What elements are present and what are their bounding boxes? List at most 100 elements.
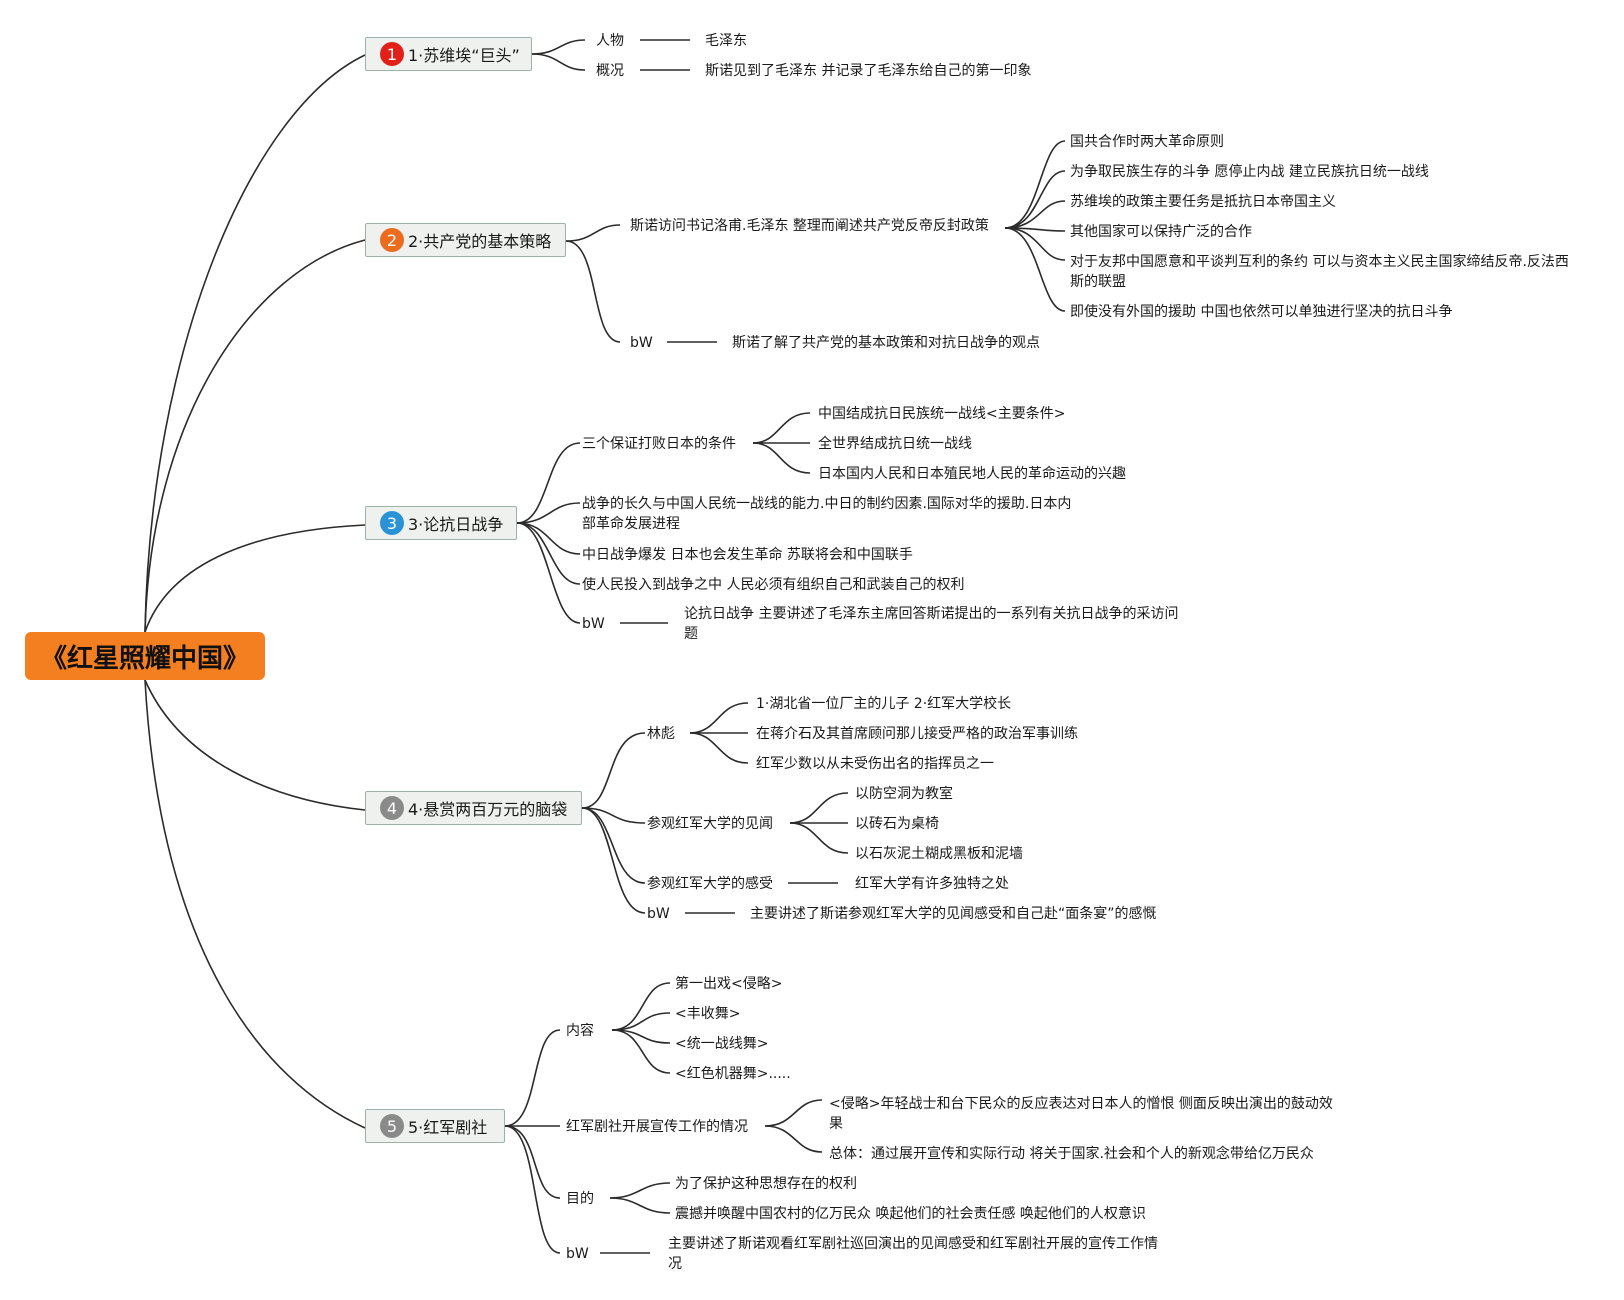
b4-visit-item-1[interactable]: 以防空洞为教室	[855, 786, 953, 802]
b2-policy-4[interactable]: 其他国家可以保持广泛的合作	[1070, 224, 1252, 240]
b5-content-item-2[interactable]: <丰收舞>	[675, 1006, 741, 1022]
b3-condition-2[interactable]: 全世界结成抗日统一战线	[818, 436, 972, 452]
b1-mao-label[interactable]: 毛泽东	[705, 33, 747, 49]
b4-linbiao-label[interactable]: 林彪	[647, 726, 675, 742]
link-root-b1	[144, 54, 366, 633]
root-node[interactable]: 《红星照耀中国》	[25, 632, 265, 680]
b3-people-label[interactable]: 使人民投入到战争之中 人民必须有组织自己和武装自己的权利	[582, 577, 965, 593]
number-badge-2: 2	[380, 228, 404, 252]
link-root-b3	[144, 524, 366, 633]
b5-purpose-item-1[interactable]: 为了保护这种思想存在的权利	[675, 1176, 857, 1192]
b5-content-item-3[interactable]: <统一战线舞>	[675, 1036, 769, 1052]
link-b5-bw	[504, 1125, 561, 1254]
link-b4-l1	[689, 702, 749, 734]
link-b4-l3	[689, 732, 749, 764]
branch-4-node[interactable]: 4 4·悬赏两百万元的脑袋	[365, 791, 582, 825]
b5-work-item-1[interactable]: <侵略>年轻战士和台下民众的反应表达对日本人的憎恨 侧面反映出演出的鼓动效果	[829, 1096, 1333, 1132]
link-b4-bw	[581, 807, 646, 914]
b5-work-item-2[interactable]: 总体：通过展开宣传和实际行动 将关于国家.社会和个人的新观念带给亿万民众	[829, 1146, 1314, 1162]
link-root-b5	[144, 679, 366, 1129]
b4-linbiao-item-2[interactable]: 在蒋介石及其首席顾问那儿接受严格的政治军事训练	[756, 726, 1078, 742]
number-badge-3: 3	[380, 511, 404, 535]
link-b3-three	[516, 442, 581, 524]
branch-3-node[interactable]: 3 3·论抗日战争	[365, 506, 517, 540]
b2-bw-text[interactable]: 斯诺了解了共产党的基本政策和对抗日战争的观点	[732, 335, 1040, 351]
b2-policy-2[interactable]: 为争取民族生存的斗争 愿停止内战 建立民族抗日统一战线	[1070, 164, 1429, 180]
b3-condition-3[interactable]: 日本国内人民和日本殖民地人民的革命运动的兴趣	[818, 466, 1126, 482]
link-b3-long	[516, 502, 581, 524]
b3-three-label[interactable]: 三个保证打败日本的条件	[582, 436, 736, 452]
branch-2-node[interactable]: 2 2·共产党的基本策略	[365, 223, 566, 257]
b1-gaikuang-label[interactable]: 概况	[596, 63, 624, 79]
number-badge-4: 4	[380, 796, 404, 820]
link-b4-v1	[789, 792, 849, 824]
b4-visit-item-2[interactable]: 以砖石为桌椅	[855, 816, 939, 832]
link-b2-bw	[565, 240, 621, 343]
link-b2-p2	[1004, 170, 1066, 229]
branch-2-title: 2·共产党的基本策略	[408, 232, 552, 251]
link-b3-people	[516, 522, 581, 585]
b5-purpose-item-2[interactable]: 震撼并唤醒中国农村的亿万民众 唤起他们的社会责任感 唤起他们的人权意识	[675, 1206, 1146, 1222]
number-badge-1: 1	[380, 42, 404, 66]
link-b1-gaikuang	[531, 53, 586, 71]
link-b5-w2	[764, 1125, 823, 1153]
link-b5-p1	[609, 1182, 671, 1199]
branch-5-title: 5·红军剧社	[408, 1118, 488, 1137]
b4-feel-label[interactable]: 参观红军大学的感受	[647, 876, 773, 892]
b5-bw-text[interactable]: 主要讲述了斯诺观看红军剧社巡回演出的见闻感受和红军剧社开展的宣传工作情况	[668, 1236, 1158, 1272]
link-b5-purpose	[504, 1125, 561, 1199]
link-b2-visit	[565, 224, 621, 242]
link-b5-p2	[609, 1197, 671, 1214]
branch-4-title: 4·悬赏两百万元的脑袋	[408, 800, 568, 819]
link-b4-linbiao	[581, 732, 646, 809]
b5-content-item-1[interactable]: 第一出戏<侵略>	[675, 976, 783, 992]
b4-linbiao-item-3[interactable]: 红军少数以从未受伤出名的指挥员之一	[756, 756, 994, 772]
link-b3-revolution	[516, 522, 581, 555]
b3-long-label[interactable]: 战争的长久与中国人民统一战线的能力.中日的制约因素.国际对华的援助.日本内部革命…	[582, 496, 1072, 532]
branch-5-node[interactable]: 5 5·红军剧社	[365, 1109, 505, 1143]
link-b3-c1	[752, 412, 811, 444]
b3-bw-text[interactable]: 论抗日战争 主要讲述了毛泽东主席回答斯诺提出的一系列有关抗日战争的采访问题	[684, 606, 1179, 642]
b1-gaikuang-text[interactable]: 斯诺见到了毛泽东 并记录了毛泽东给自己的第一印象	[705, 63, 1032, 79]
number-badge-5: 5	[380, 1114, 404, 1138]
link-b3-c3	[752, 442, 811, 474]
b4-bw-label[interactable]: bW	[647, 906, 670, 922]
link-b4-v3	[789, 822, 849, 854]
b2-policy-3[interactable]: 苏维埃的政策主要任务是抵抗日本帝国主义	[1070, 194, 1336, 210]
b2-bw-label[interactable]: bW	[630, 335, 653, 351]
b2-policy-1[interactable]: 国共合作时两大革命原则	[1070, 134, 1224, 150]
b4-feel-text[interactable]: 红军大学有许多独特之处	[855, 876, 1009, 892]
branch-1-node[interactable]: 1 1·苏维埃“巨头”	[365, 37, 532, 71]
b5-content-item-4[interactable]: <红色机器舞>.....	[675, 1066, 791, 1082]
b4-linbiao-item-1[interactable]: 1·湖北省一位厂主的儿子 2·红军大学校长	[756, 696, 1012, 712]
b1-renwu-label[interactable]: 人物	[596, 33, 624, 49]
b5-bw-label[interactable]: bW	[566, 1246, 589, 1262]
b4-bw-text[interactable]: 主要讲述了斯诺参观红军大学的见闻感受和自己赴“面条宴”的感慨	[750, 906, 1157, 922]
b4-visit-item-3[interactable]: 以石灰泥土糊成黑板和泥墙	[855, 846, 1023, 862]
link-root-b4	[144, 679, 366, 811]
link-b3-bw	[516, 522, 581, 624]
link-b4-feel	[581, 807, 646, 884]
link-b2-p5	[1004, 227, 1066, 261]
b5-purpose-label[interactable]: 目的	[566, 1191, 594, 1207]
root-title: 《红星照耀中国》	[40, 643, 249, 674]
b2-policy-6[interactable]: 即使没有外国的援助 中国也依然可以单独进行坚决的抗日斗争	[1070, 304, 1453, 320]
branch-1-title: 1·苏维埃“巨头”	[408, 46, 520, 65]
b3-revolution-label[interactable]: 中日战争爆发 日本也会发生革命 苏联将会和中国联手	[582, 547, 913, 563]
link-b2-p1	[1004, 140, 1066, 229]
link-b5-ct2	[611, 1012, 671, 1031]
link-root-b2	[144, 239, 366, 633]
b5-content-label[interactable]: 内容	[566, 1023, 594, 1039]
link-b1-renwu	[531, 39, 586, 55]
b4-visit-label[interactable]: 参观红军大学的见闻	[647, 816, 773, 832]
b2-policy-5[interactable]: 对于友邦中国愿意和平谈判互利的条约 可以与资本主义民主国家缔结反帝.反法西斯的联…	[1070, 254, 1569, 290]
branch-3-title: 3·论抗日战争	[408, 515, 504, 534]
b5-work-label[interactable]: 红军剧社开展宣传工作的情况	[566, 1119, 748, 1135]
b3-bw-label[interactable]: bW	[582, 616, 605, 632]
link-b5-ct4	[611, 1029, 671, 1074]
link-b2-p6	[1004, 227, 1066, 312]
b3-condition-1[interactable]: 中国结成抗日民族统一战线<主要条件>	[818, 406, 1066, 422]
b2-visit-label[interactable]: 斯诺访问书记洛甫.毛泽东 整理而阐述共产党反帝反封政策	[630, 218, 989, 234]
link-b2-p3	[1004, 200, 1066, 229]
